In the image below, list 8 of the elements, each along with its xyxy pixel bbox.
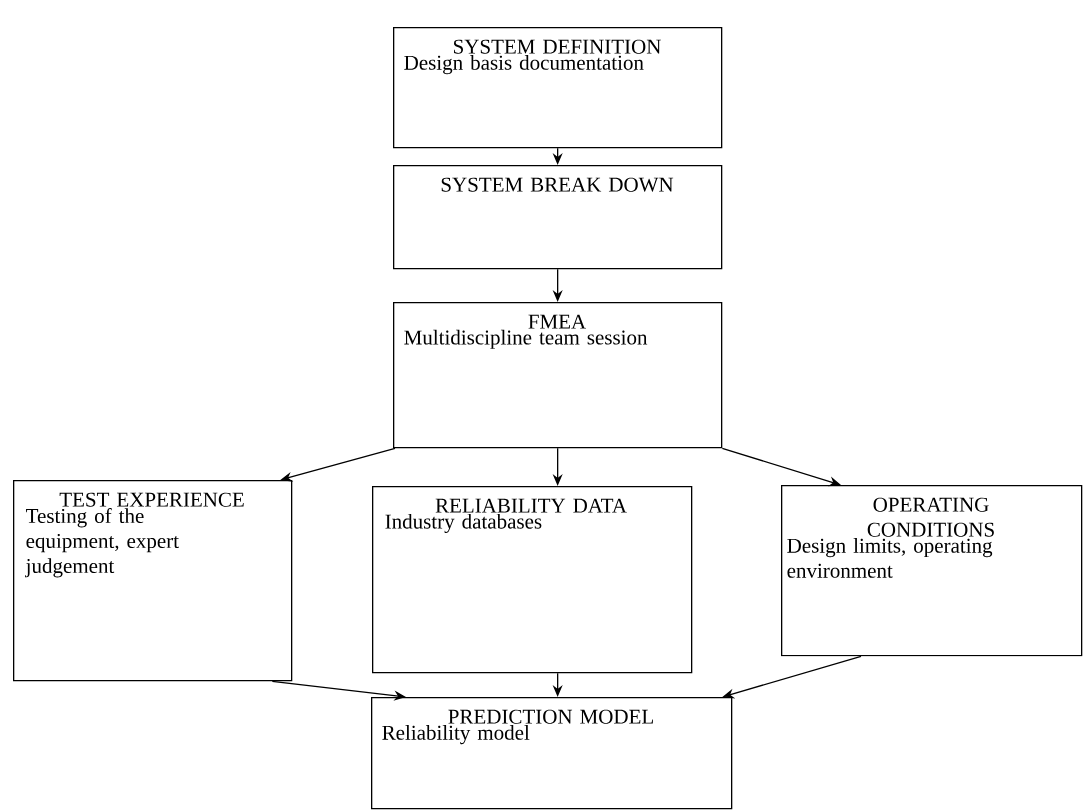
process-box: TEST EXPERIENCE Testing of the equipment, expert judgement: [13, 480, 293, 682]
process-box: SYSTEM BREAK DOWN: [393, 165, 723, 270]
process-box: FMEA Multidiscipline team session: [393, 302, 723, 449]
process-box: OPERATING CONDITIONS Design limits, operating environment: [781, 485, 1083, 657]
process-box: SYSTEM DEFINITION Design basis documentation: [393, 27, 723, 149]
arrow: [721, 447, 841, 487]
process-box: RELIABILITY DATA Industry databases: [372, 486, 693, 674]
process-box: PREDICTION MODEL Reliability model: [371, 697, 733, 810]
